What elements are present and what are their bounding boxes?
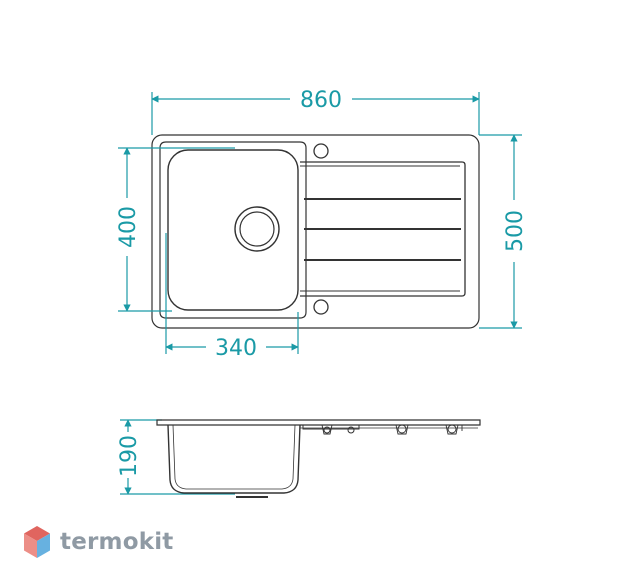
mounting-clip — [445, 424, 463, 435]
bowl-frame — [159, 141, 307, 319]
dim-label-bowl-width: 340 — [215, 336, 257, 361]
brand-name: termokit — [60, 529, 174, 555]
dim-label-overall-depth: 500 — [503, 210, 528, 252]
top-view — [151, 134, 480, 329]
mounting-clip — [395, 424, 409, 435]
rim-profile — [156, 419, 481, 426]
mounting-clip — [302, 424, 360, 435]
drainer-board — [300, 161, 466, 297]
dim-label-overall-width: 860 — [300, 88, 342, 113]
brand-watermark: termokit — [22, 520, 173, 564]
hexagon-logo-icon — [24, 526, 50, 558]
overflow-hole — [313, 299, 329, 315]
dim-label-bowl-depth: 400 — [116, 206, 141, 248]
bowl-profile — [167, 424, 301, 494]
dim-label-bowl-height: 190 — [117, 435, 142, 477]
dimensions — [118, 92, 522, 495]
side-view — [156, 419, 481, 498]
bowl — [167, 149, 299, 311]
drain-inner — [239, 211, 275, 247]
tap-hole — [313, 143, 329, 159]
drain-outer — [234, 206, 280, 252]
bowl-profile-inner — [172, 424, 296, 490]
sink-outline — [151, 134, 480, 329]
